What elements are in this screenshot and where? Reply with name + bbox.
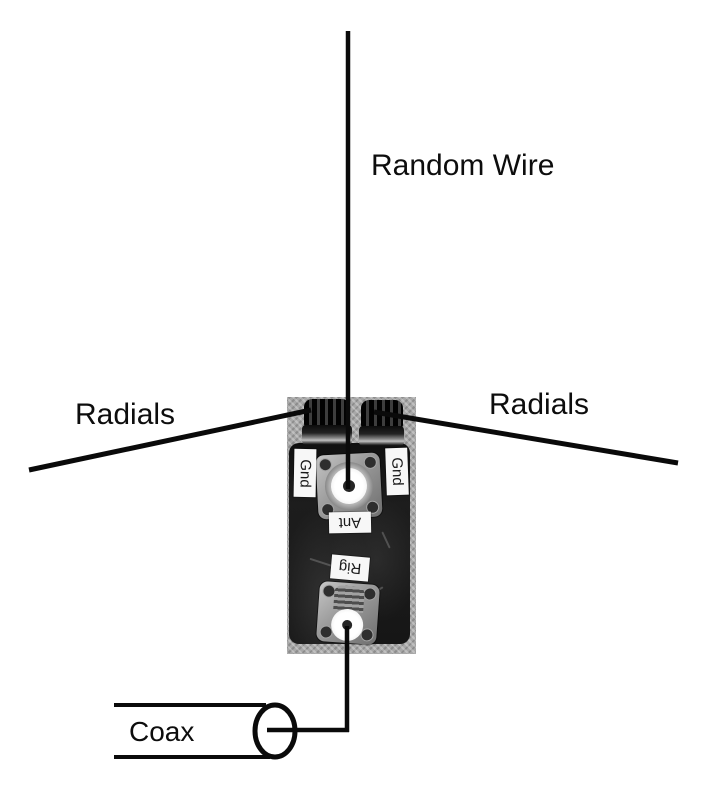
ground-binding-post-left bbox=[302, 399, 352, 447]
gnd-label-left: Gnd bbox=[293, 448, 317, 498]
rig-so239-connector bbox=[315, 580, 381, 646]
device-photo: Gnd Gnd Ant Rig bbox=[287, 397, 416, 654]
scratch-texture bbox=[381, 531, 391, 549]
ant-so239-connector bbox=[315, 452, 383, 520]
radials-left-label: Radials bbox=[75, 398, 176, 431]
radials-right-label: Radials bbox=[489, 388, 590, 421]
gnd-label-right-text: Gnd bbox=[388, 457, 406, 486]
knob-base bbox=[359, 426, 404, 446]
ant-label-text: Ant bbox=[338, 513, 362, 532]
knob-knurled-cap bbox=[304, 399, 350, 427]
gnd-label-right: Gnd bbox=[385, 447, 409, 496]
gnd-label-left-text: Gnd bbox=[296, 458, 314, 488]
knob-base bbox=[302, 425, 352, 445]
knob-knurled-cap bbox=[360, 400, 403, 428]
ground-binding-post-right bbox=[359, 400, 404, 446]
coax-end-ellipse bbox=[252, 702, 298, 760]
rig-label-text: Rig bbox=[338, 558, 362, 578]
ant-label: Ant bbox=[328, 511, 372, 534]
rig-label: Rig bbox=[330, 554, 370, 582]
coax-label: Coax bbox=[129, 716, 195, 747]
random-wire-label: Random Wire bbox=[371, 149, 555, 182]
